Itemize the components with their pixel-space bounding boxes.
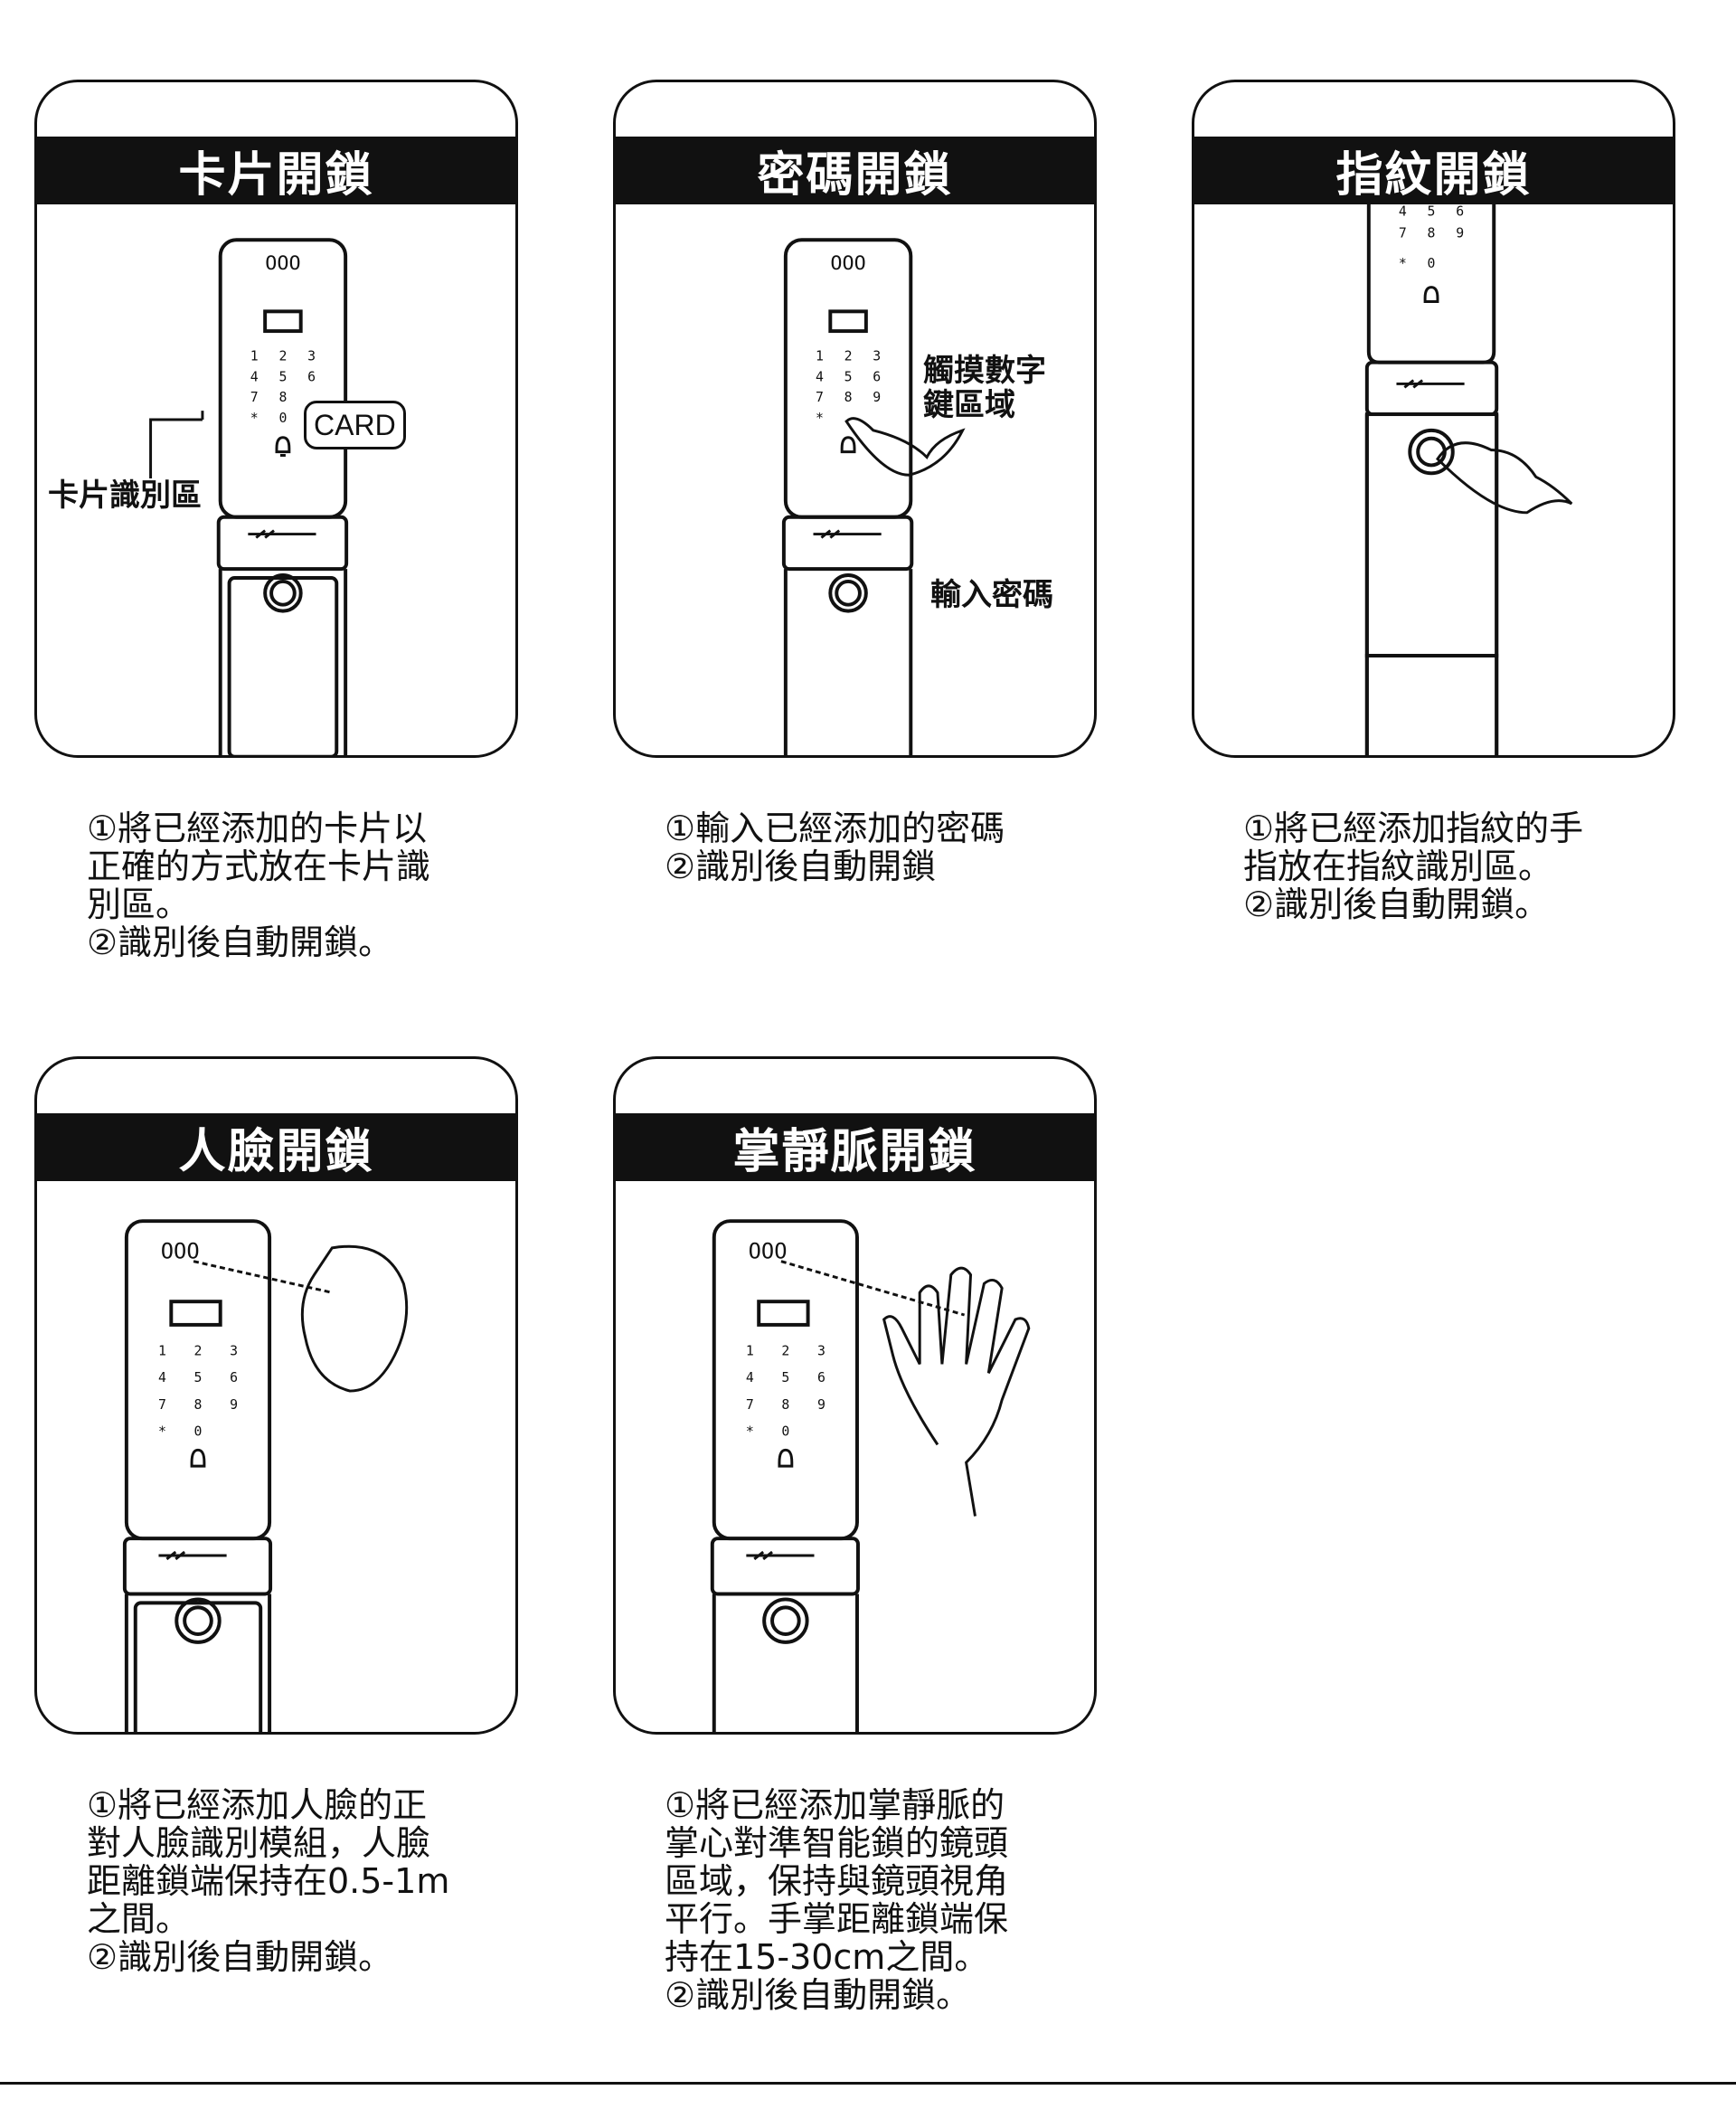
- svg-text:9: 9: [817, 1397, 826, 1413]
- svg-text:0: 0: [1428, 256, 1436, 271]
- svg-text:4: 4: [250, 369, 259, 384]
- svg-text:4: 4: [816, 369, 824, 384]
- card-title: 人臉開鎖: [37, 1113, 515, 1181]
- card-unlock-panel: OOO 1 2 3 4 5 6 7 8 * 0 卡片開鎖 CARD 卡片識別區: [34, 80, 518, 758]
- svg-text:2: 2: [844, 349, 853, 364]
- svg-text:6: 6: [873, 369, 881, 384]
- svg-text:9: 9: [873, 390, 881, 405]
- lock-illustration: OOO 1 2 3 4 5 6 7 8 9 *: [781, 238, 966, 755]
- svg-text:0: 0: [194, 1423, 203, 1439]
- card-unlock-caption: ①將已經添加的卡片以 正確的方式放在卡片識 別區。 ②識別後自動開鎖。: [87, 809, 431, 962]
- svg-text:5: 5: [278, 369, 287, 384]
- svg-text:6: 6: [817, 1370, 826, 1386]
- svg-text:7: 7: [816, 390, 824, 405]
- password-unlock-panel: OOO 1 2 3 4 5 6 7 8 9 * 密碼開鎖 觸摸數字 鍵區域 輸入…: [613, 80, 1097, 758]
- svg-text:7: 7: [746, 1397, 754, 1413]
- palm-icon: [882, 1266, 1031, 1517]
- svg-text:OOO: OOO: [161, 1239, 200, 1264]
- enter-password-label: 輸入密碼: [930, 577, 1053, 613]
- svg-text:7: 7: [250, 390, 259, 405]
- palm-vein-unlock-caption: ①將已經添加掌靜脈的 掌心對準智能鎖的鏡頭 區域，保持與鏡頭視角 平行。手掌距離…: [665, 1785, 1009, 2015]
- svg-text:7: 7: [158, 1397, 166, 1413]
- svg-text:OOO: OOO: [749, 1239, 788, 1264]
- svg-text:1: 1: [250, 349, 259, 364]
- bottom-divider: [0, 2082, 1736, 2085]
- svg-text:8: 8: [194, 1397, 203, 1413]
- svg-text:7: 7: [1399, 225, 1407, 241]
- keypad-area-label: 觸摸數字 鍵區域: [923, 353, 1046, 423]
- svg-text:5: 5: [844, 369, 853, 384]
- svg-text:3: 3: [873, 349, 881, 364]
- svg-text:3: 3: [307, 349, 316, 364]
- svg-text:*: *: [250, 411, 259, 426]
- svg-text:OOO: OOO: [265, 252, 300, 275]
- bell-icon: [1423, 286, 1439, 303]
- card-title: 指紋開鎖: [1194, 137, 1673, 204]
- svg-text:4: 4: [746, 1370, 754, 1386]
- svg-text:2: 2: [278, 349, 287, 364]
- svg-text:6: 6: [1456, 204, 1464, 220]
- bell-icon: [778, 1448, 794, 1468]
- svg-text:5: 5: [781, 1370, 789, 1386]
- lock-illustration: OOO 1 2 3 4 5 6 7 8 9 * 0: [122, 1219, 409, 1732]
- svg-text:5: 5: [194, 1370, 203, 1386]
- card-title: 掌靜脈開鎖: [616, 1113, 1094, 1181]
- svg-text:OOO: OOO: [830, 252, 865, 275]
- svg-text:1: 1: [158, 1344, 166, 1359]
- card-title: 卡片開鎖: [37, 137, 515, 204]
- svg-text:2: 2: [781, 1344, 789, 1359]
- svg-text:*: *: [158, 1423, 166, 1439]
- svg-text:3: 3: [817, 1344, 826, 1359]
- svg-text:4: 4: [1399, 204, 1407, 220]
- svg-text:*: *: [1399, 256, 1407, 271]
- svg-text:1: 1: [746, 1344, 754, 1359]
- svg-text:0: 0: [278, 411, 287, 426]
- svg-text:*: *: [816, 411, 824, 426]
- palm-vein-unlock-panel: OOO 1 2 3 4 5 6 7 8 9 * 0 掌靜脈開鎖: [613, 1056, 1097, 1735]
- svg-text:3: 3: [230, 1344, 238, 1359]
- svg-text:8: 8: [844, 390, 853, 405]
- card-reader-label: 卡片識別區: [48, 478, 202, 514]
- bell-icon: [190, 1448, 206, 1468]
- svg-text:1: 1: [816, 349, 824, 364]
- svg-text:0: 0: [781, 1423, 789, 1439]
- svg-text:*: *: [746, 1423, 754, 1439]
- finger-hand-icon: [844, 417, 966, 477]
- face-icon: [300, 1244, 409, 1393]
- face-unlock-panel: OOO 1 2 3 4 5 6 7 8 9 * 0 人臉開鎖: [34, 1056, 518, 1735]
- svg-text:4: 4: [158, 1370, 166, 1386]
- bell-icon: [840, 436, 856, 454]
- svg-text:6: 6: [230, 1370, 238, 1386]
- svg-text:8: 8: [278, 390, 287, 405]
- card-title: 密碼開鎖: [616, 137, 1094, 204]
- lock-illustration: OOO 1 2 3 4 5 6 7 8 9 * 0: [710, 1219, 1031, 1732]
- svg-text:5: 5: [1428, 204, 1436, 220]
- svg-text:9: 9: [230, 1397, 238, 1413]
- card-badge: CARD: [304, 401, 406, 449]
- lock-illustration: 4 5 6 7 8 9 * 0: [1364, 199, 1573, 755]
- svg-text:6: 6: [307, 369, 316, 384]
- svg-text:8: 8: [1428, 225, 1436, 241]
- svg-text:2: 2: [194, 1344, 203, 1359]
- bell-icon: [275, 436, 291, 458]
- svg-text:8: 8: [781, 1397, 789, 1413]
- finger-hand-icon: [1436, 441, 1573, 515]
- face-unlock-caption: ①將已經添加人臉的正 對人臉識別模組，人臉 距離鎖端保持在0.5-1m 之間。 …: [87, 1785, 450, 1977]
- fingerprint-unlock-panel: 4 5 6 7 8 9 * 0 指紋開鎖: [1192, 80, 1675, 758]
- svg-text:9: 9: [1456, 225, 1464, 241]
- password-unlock-caption: ①輸入已經添加的密碼 ②識別後自動開鎖: [665, 809, 1005, 886]
- fingerprint-unlock-caption: ①將已經添加指紋的手 指放在指紋識別區。 ②識別後自動開鎖。: [1243, 809, 1584, 924]
